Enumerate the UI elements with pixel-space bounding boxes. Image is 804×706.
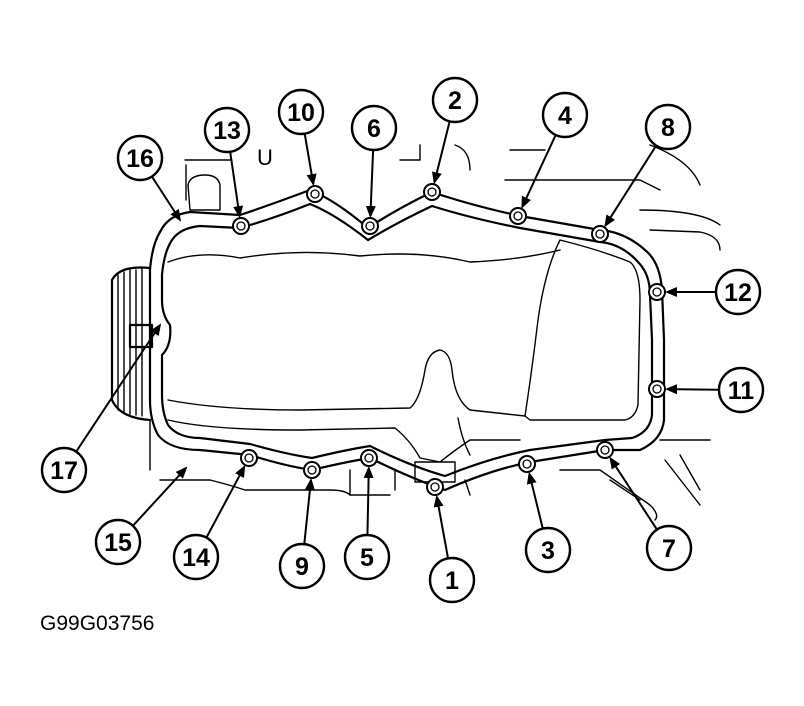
callout-number: 17 (50, 457, 78, 485)
engine-block-outline (149, 144, 721, 521)
bolt-10 (306, 185, 324, 203)
leader-line-17 (75, 323, 162, 453)
callout-number: 13 (213, 117, 241, 145)
callout-number: 7 (662, 535, 676, 563)
callout-6: 6 (350, 104, 398, 152)
bolt-9 (303, 461, 321, 479)
bolt-13 (232, 217, 250, 235)
leader-line-3 (526, 471, 544, 529)
callout-number: 1 (445, 567, 459, 595)
callout-number: 4 (558, 102, 572, 130)
callout-number: 10 (287, 99, 315, 127)
callout-4: 4 (541, 91, 589, 139)
callout-number: 9 (295, 553, 309, 581)
callout-1: 1 (428, 556, 476, 604)
callout-17: 17 (40, 446, 88, 494)
oil-pan-flange (148, 188, 666, 492)
bolt-14 (240, 449, 258, 467)
figure-reference-code: G99G03756 (40, 612, 154, 635)
callout-14: 14 (172, 533, 220, 581)
callout-circle (541, 91, 589, 139)
bolt-7 (596, 441, 614, 459)
callout-9: 9 (278, 542, 326, 590)
bolt-12 (648, 283, 666, 301)
leader-line-16 (151, 175, 182, 222)
leader-line-2 (431, 121, 451, 185)
callout-16: 16 (116, 134, 164, 182)
leader-line-15 (132, 466, 188, 527)
callout-circle (645, 524, 693, 572)
bolt-8 (591, 225, 609, 243)
bolt-4 (509, 207, 527, 225)
callout-15: 15 (94, 518, 142, 566)
callout-circle (714, 268, 762, 316)
leader-line-14 (205, 465, 246, 539)
cover-marking-text: U (257, 145, 273, 170)
bolt-3 (518, 455, 536, 473)
bolt-group (232, 183, 666, 496)
callout-2: 2 (431, 76, 479, 124)
callout-number: 5 (360, 544, 374, 572)
callout-circle (94, 518, 142, 566)
callout-number: 11 (728, 377, 755, 405)
leader-line-11 (664, 384, 720, 395)
callout-circle (644, 103, 692, 151)
leader-line-10 (303, 133, 317, 187)
callout-circle (172, 533, 220, 581)
leader-line-group (75, 121, 720, 559)
callout-circle (717, 366, 765, 414)
callout-7: 7 (645, 524, 693, 572)
leader-line-8 (604, 145, 658, 228)
callout-13: 13 (203, 106, 251, 154)
callout-5: 5 (343, 533, 391, 581)
callout-10: 10 (277, 88, 325, 136)
bolt-1 (426, 478, 444, 496)
callout-circle (40, 446, 88, 494)
callout-circle (278, 542, 326, 590)
callout-circle (343, 533, 391, 581)
bolt-11 (648, 380, 666, 398)
callout-circle (116, 134, 164, 182)
callout-11: 11 (717, 366, 765, 414)
callout-number: 12 (724, 279, 752, 307)
leader-line-7 (609, 456, 658, 531)
leader-line-9 (303, 477, 315, 545)
callout-circle (431, 76, 479, 124)
callout-number: 2 (448, 87, 462, 115)
callout-12: 12 (714, 268, 762, 316)
callout-circle (350, 104, 398, 152)
crankshaft-pulley (110, 266, 154, 422)
bolt-5 (360, 449, 378, 467)
callout-8: 8 (644, 103, 692, 151)
leader-line-6 (365, 149, 376, 219)
callout-number: 3 (541, 537, 555, 565)
callout-number: 16 (126, 145, 154, 173)
oil-pan-body (167, 239, 641, 483)
callout-number: 15 (104, 529, 132, 557)
callout-number: 14 (182, 544, 210, 572)
leader-line-1 (433, 494, 450, 559)
leader-line-5 (363, 465, 374, 536)
bolt-2 (423, 183, 441, 201)
callout-number: 6 (367, 115, 381, 143)
callout-number: 8 (661, 114, 675, 142)
leader-line-4 (521, 134, 557, 209)
callout-circle (428, 556, 476, 604)
callout-circle (203, 106, 251, 154)
callout-3: 3 (524, 526, 572, 574)
leader-line-13 (229, 151, 244, 219)
callout-circle (277, 88, 325, 136)
bolt-6 (361, 217, 379, 235)
callout-circle (524, 526, 572, 574)
